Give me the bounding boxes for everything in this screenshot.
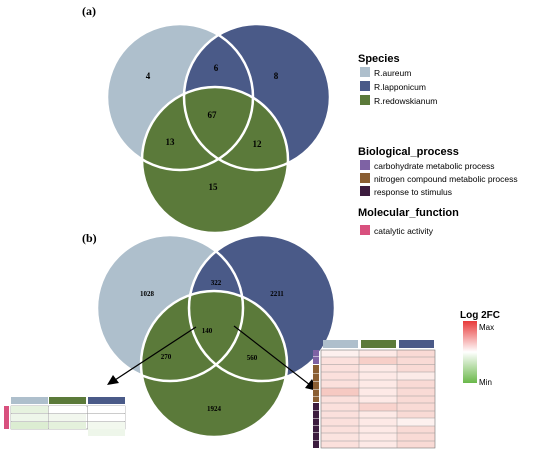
venn-a-count-lapponicum-only: 8 bbox=[274, 71, 279, 81]
heatmap-left-cell bbox=[11, 406, 48, 413]
colorbar-gradient bbox=[463, 321, 477, 383]
heatmap-left-header-lapponicum bbox=[88, 397, 125, 404]
heatmap-right bbox=[313, 340, 436, 449]
legend-swatch-redowskianum bbox=[360, 95, 370, 105]
heatmap-left-header-redowskianum bbox=[49, 397, 86, 404]
heatmap-left-cell bbox=[49, 406, 86, 413]
heatmap-left-cell bbox=[49, 414, 86, 421]
legend-label-catalytic: catalytic activity bbox=[374, 226, 434, 236]
heatmap-right-cell bbox=[397, 418, 435, 426]
legend-label-lapponicum: R.lapponicum bbox=[374, 82, 426, 92]
legend-label-redowskianum: R.redowskianum bbox=[374, 96, 437, 106]
venn-b-count-right-overlap: 560 bbox=[247, 354, 258, 362]
venn-b-outline-aureum bbox=[95, 233, 245, 383]
colorbar: Log 2FC Max Min bbox=[460, 310, 500, 387]
venn-b-count-bottom: 1924 bbox=[207, 405, 222, 413]
colorbar-max-label: Max bbox=[479, 323, 494, 332]
heatmap-left-header-aureum bbox=[11, 397, 48, 404]
legend-swatch-nitrogen bbox=[360, 173, 370, 183]
heatmap-right-cat-carbohydrate bbox=[313, 350, 319, 364]
heatmap-left-cell bbox=[88, 422, 125, 429]
venn-a-outline-redowskianum bbox=[140, 85, 290, 235]
heatmap-left-category-bar bbox=[4, 406, 9, 429]
heatmap-right-column bbox=[359, 350, 397, 448]
venn-a-count-top-overlap: 6 bbox=[214, 63, 219, 73]
colorbar-min-label: Min bbox=[479, 378, 492, 387]
venn-a-outline-lapponicum bbox=[182, 22, 332, 172]
heatmap-right-header-lapponicum bbox=[399, 340, 434, 348]
legend-label-aureum: R.aureum bbox=[374, 68, 411, 78]
legend-swatch-lapponicum bbox=[360, 81, 370, 91]
venn-a-count-bottom: 15 bbox=[209, 182, 219, 192]
heatmap-right-cell bbox=[397, 372, 435, 380]
heatmap-left-cell bbox=[49, 422, 86, 429]
panel-b-label: (b) bbox=[82, 231, 97, 245]
legend: Species R.aureum R.lapponicum R.redowski… bbox=[358, 53, 518, 236]
heatmap-right-header-redowskianum bbox=[361, 340, 396, 348]
heatmap-right-cell bbox=[321, 433, 359, 441]
arrow-right-shaft bbox=[233, 325, 311, 386]
legend-label-nitrogen: nitrogen compound metabolic process bbox=[374, 174, 518, 184]
heatmap-right-cell bbox=[321, 388, 359, 396]
venn-b: 1028 322 2211 140 270 560 1924 bbox=[95, 233, 337, 439]
heatmap-left-cell bbox=[88, 406, 125, 413]
legend-bp-title: Biological_process bbox=[358, 146, 459, 158]
legend-swatch-aureum bbox=[360, 67, 370, 77]
heatmap-left-cell bbox=[11, 422, 48, 429]
colorbar-title: Log 2FC bbox=[460, 310, 500, 321]
venn-b-outline-redowskianum bbox=[139, 289, 289, 439]
venn-a-count-aureum-only: 4 bbox=[146, 71, 151, 81]
venn-b-outline-lapponicum bbox=[187, 233, 337, 383]
arrow-left-shaft bbox=[114, 326, 197, 381]
heatmap-right-cell bbox=[359, 357, 397, 364]
heatmap-right-grid bbox=[320, 349, 436, 449]
venn-a-count-left-overlap: 13 bbox=[166, 137, 176, 147]
heatmap-left-bottom-cell bbox=[88, 429, 125, 436]
legend-swatch-catalytic bbox=[360, 225, 370, 235]
heatmap-left-cell bbox=[11, 414, 48, 421]
venn-b-count-lapponicum-only: 2211 bbox=[270, 290, 284, 298]
heatmap-right-body bbox=[320, 349, 436, 449]
venn-b-count-center: 140 bbox=[202, 327, 213, 335]
legend-swatch-stimulus bbox=[360, 186, 370, 196]
venn-b-count-aureum-only: 1028 bbox=[140, 290, 155, 298]
venn-a-count-center: 67 bbox=[208, 110, 218, 120]
heatmap-right-column bbox=[321, 350, 359, 448]
legend-label-carbohydrate: carbohydrate metabolic process bbox=[374, 161, 494, 171]
legend-swatch-carbohydrate bbox=[360, 160, 370, 170]
panel-a-label: (a) bbox=[82, 4, 96, 18]
legend-mf-title: Molecular_function bbox=[358, 207, 459, 219]
heatmap-left bbox=[4, 397, 126, 436]
heatmap-right-cat-nitrogen bbox=[313, 365, 319, 402]
venn-b-count-top-overlap: 322 bbox=[211, 279, 222, 287]
heatmap-right-header-aureum bbox=[323, 340, 358, 348]
heatmap-right-column bbox=[397, 350, 435, 448]
legend-label-stimulus: response to stimulus bbox=[374, 187, 452, 197]
heatmap-right-cell bbox=[359, 403, 397, 411]
venn-a-count-right-overlap: 12 bbox=[253, 139, 263, 149]
arrow-left-head bbox=[107, 375, 119, 385]
legend-species-title: Species bbox=[358, 53, 400, 65]
heatmap-left-cell bbox=[88, 414, 125, 421]
venn-a: 4 6 8 67 13 12 15 bbox=[105, 22, 332, 235]
venn-b-count-left-overlap: 270 bbox=[161, 353, 172, 361]
heatmap-right-cell bbox=[321, 350, 359, 357]
